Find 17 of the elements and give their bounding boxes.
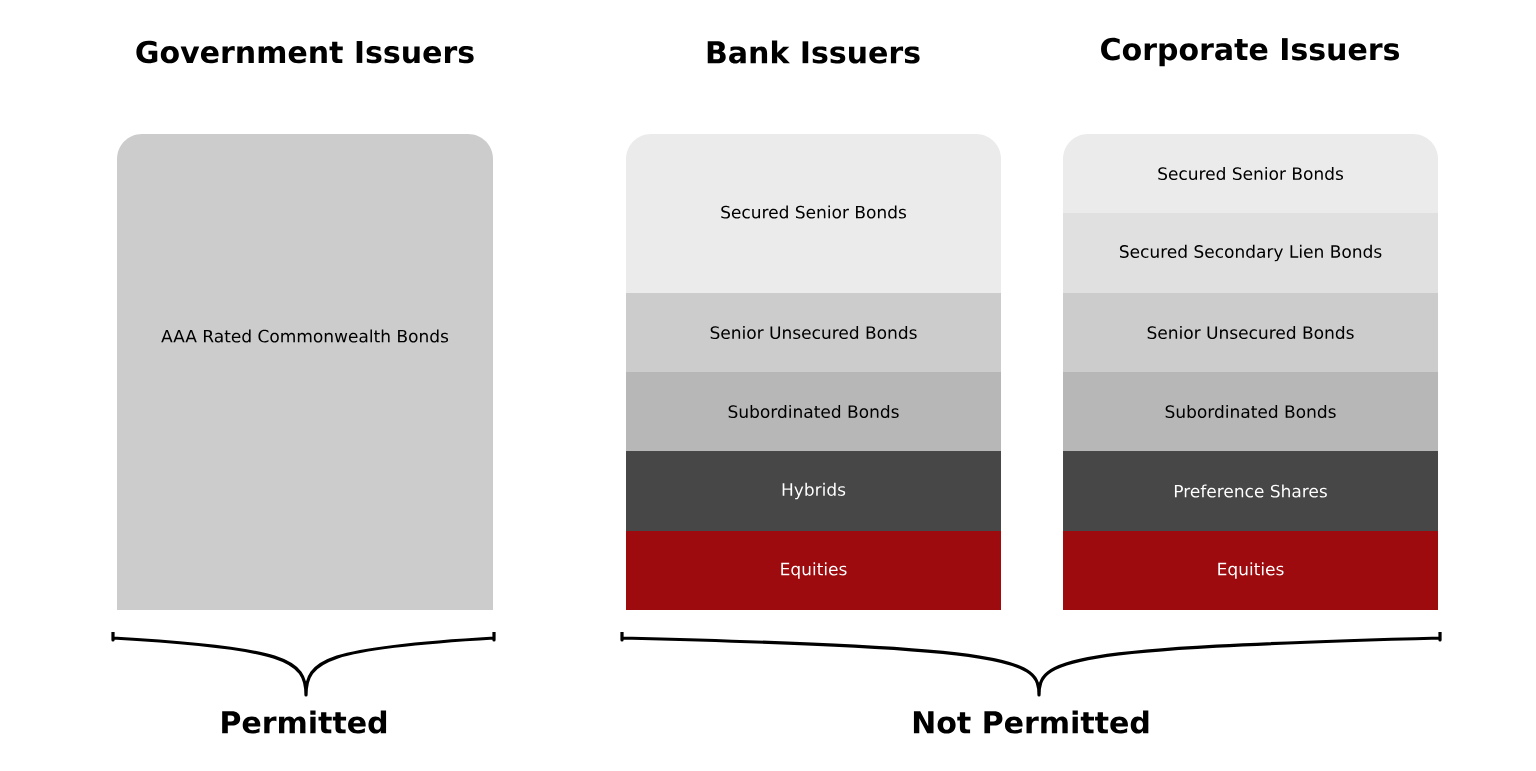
tier-band: Secured Senior Bonds xyxy=(626,134,1001,293)
tier-band: Senior Unsecured Bonds xyxy=(626,293,1001,372)
tier-band: Subordinated Bonds xyxy=(1063,372,1438,451)
column-heading: Corporate Issuers xyxy=(1101,37,1399,67)
tier-band: Senior Unsecured Bonds xyxy=(1063,293,1438,372)
tier-band: Preference Shares xyxy=(1063,451,1438,531)
tier-band: Equities xyxy=(626,531,1001,610)
bracket-label: Permitted xyxy=(222,710,387,734)
column-heading: Bank Issuers xyxy=(707,40,920,64)
bracket-label: Not Permitted xyxy=(913,710,1149,734)
tier-band: Subordinated Bonds xyxy=(626,372,1001,451)
tier-band: Hybrids xyxy=(626,451,1001,531)
tier-band: Equities xyxy=(1063,531,1438,610)
column-heading: Government Issuers xyxy=(136,40,474,64)
issuer-box: AAA Rated Commonwealth Bonds xyxy=(117,134,493,610)
tier-band: Secured Secondary Lien Bonds xyxy=(1063,213,1438,293)
tier-band: Secured Senior Bonds xyxy=(1063,134,1438,213)
